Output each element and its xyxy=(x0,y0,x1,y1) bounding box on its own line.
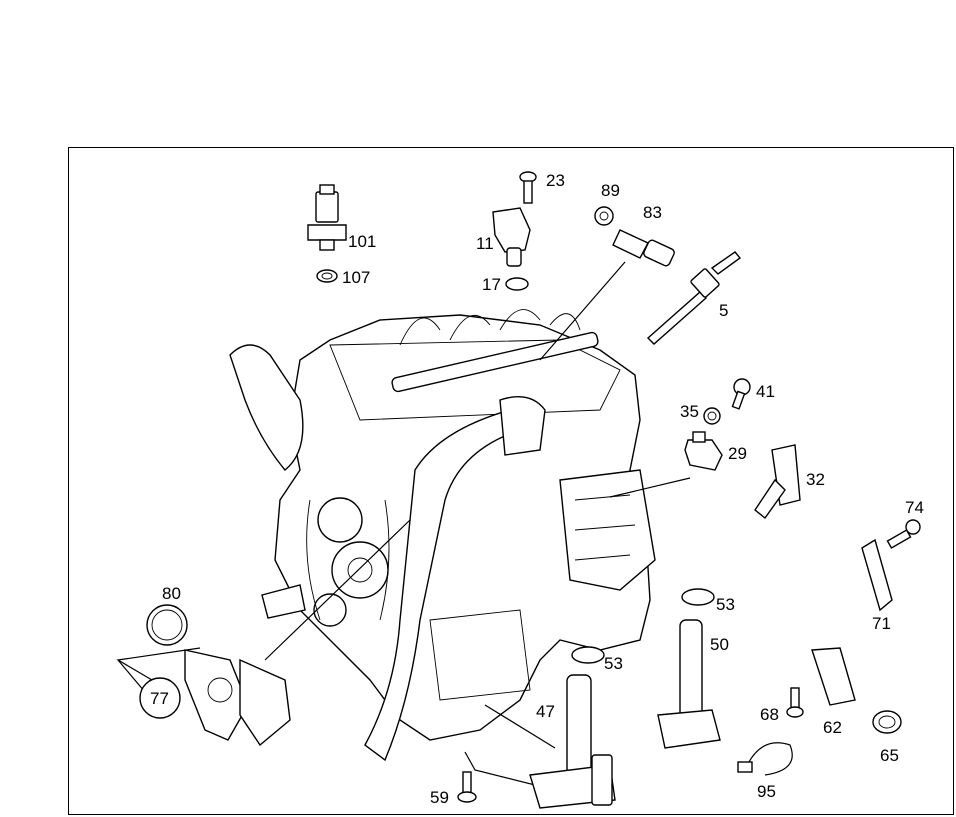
callout-80: 80 xyxy=(162,584,181,603)
part-107-seal-ring xyxy=(316,269,338,283)
callout-95: 95 xyxy=(757,782,776,801)
callout-77-circle xyxy=(139,677,181,719)
callout-53-lower: 53 xyxy=(604,654,623,673)
part-35-seal xyxy=(703,407,721,425)
callout-107: 107 xyxy=(342,268,370,287)
callout-71: 71 xyxy=(872,614,891,633)
part-101-pressure-switch xyxy=(307,184,347,251)
diagram-frame xyxy=(68,147,954,815)
part-89-washer xyxy=(594,206,614,226)
part-74-screw xyxy=(886,519,921,549)
part-47-sensor xyxy=(529,674,616,809)
part-80-o-ring xyxy=(146,604,188,646)
part-29-sensor xyxy=(684,431,723,471)
part-53-o-ring-upper xyxy=(681,588,715,606)
callout-47: 47 xyxy=(536,702,555,721)
callout-32: 32 xyxy=(806,470,825,489)
callout-68: 68 xyxy=(760,705,779,724)
callout-101: 101 xyxy=(348,232,376,251)
callout-35: 35 xyxy=(680,402,699,421)
callout-89: 89 xyxy=(601,181,620,200)
part-17-o-ring xyxy=(505,277,529,291)
part-65-clamp xyxy=(872,710,902,734)
callout-29: 29 xyxy=(728,444,747,463)
part-68-bolt xyxy=(786,687,804,718)
part-77-sensor xyxy=(184,649,291,747)
part-5-glow-plug xyxy=(646,251,742,345)
part-23-bolt xyxy=(519,171,537,204)
callout-11: 11 xyxy=(476,234,494,253)
part-53-o-ring-lower xyxy=(571,646,605,664)
callout-5: 5 xyxy=(719,301,728,320)
callout-41: 41 xyxy=(756,382,775,401)
callout-labels: 23 89 83 101 11 107 17 5 41 35 29 32 74 … xyxy=(150,171,924,807)
engine-assembly xyxy=(229,309,656,762)
part-59-bolt xyxy=(457,771,477,803)
part-83-temp-sensor xyxy=(612,229,675,267)
callout-77: 77 xyxy=(150,689,169,708)
callout-59: 59 xyxy=(430,788,449,807)
part-41-plug xyxy=(731,378,751,410)
callout-74: 74 xyxy=(905,498,924,517)
part-11-sensor xyxy=(492,207,531,267)
callout-17: 17 xyxy=(482,275,501,294)
callout-83: 83 xyxy=(643,203,662,222)
part-95-cable-tie xyxy=(737,742,793,776)
callout-62: 62 xyxy=(823,718,842,737)
part-71-bracket xyxy=(861,538,893,612)
part-50-sensor xyxy=(657,619,721,749)
part-32-sensor xyxy=(754,444,801,520)
callout-53-upper: 53 xyxy=(716,595,735,614)
callout-50: 50 xyxy=(710,635,729,654)
callout-23: 23 xyxy=(546,171,565,190)
part-62-bracket xyxy=(811,647,856,706)
callout-65: 65 xyxy=(880,746,899,765)
